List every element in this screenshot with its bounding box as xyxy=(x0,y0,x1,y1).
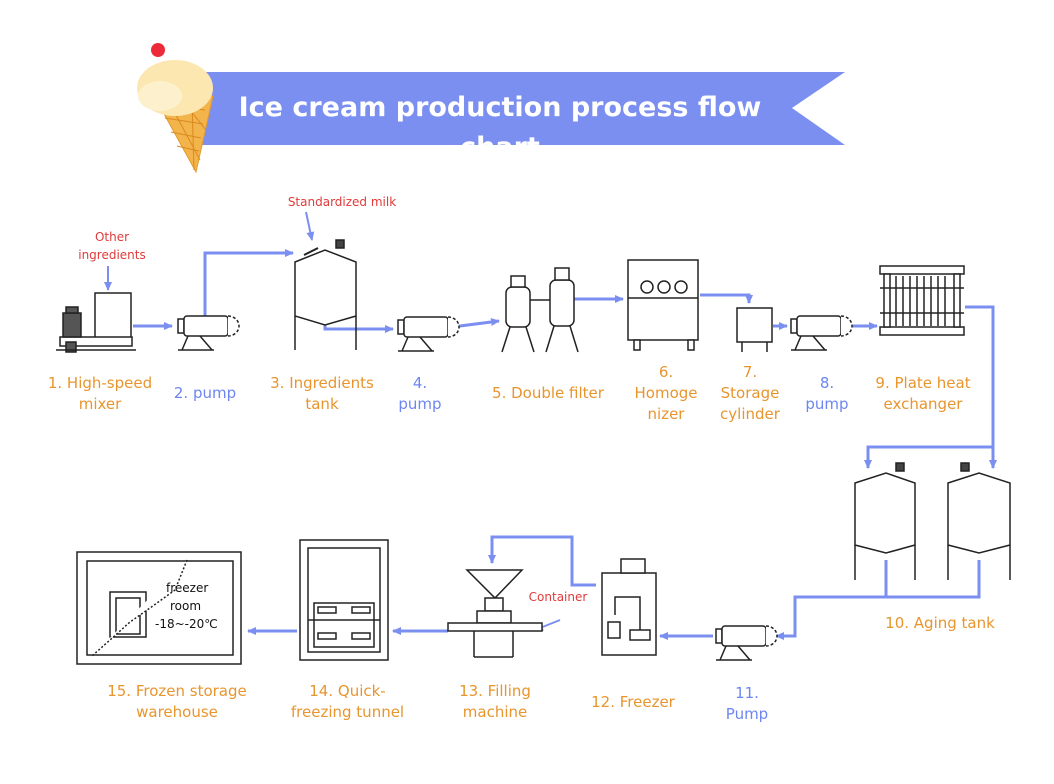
step-label-9: 9. Plate heat exchanger xyxy=(875,374,971,413)
aging-tank-icon xyxy=(854,462,1011,580)
high-speed-mixer-icon xyxy=(56,292,136,353)
freezer-icon xyxy=(601,558,657,656)
step-label-1: 1. High-speed mixer xyxy=(47,374,153,413)
input-label-other-ingredients: Other ingredients xyxy=(78,230,146,262)
plate-heat-exchanger-icon xyxy=(879,265,965,336)
freezer-room-note-line1: freezer xyxy=(166,581,209,595)
step-label-7: 7. Storage cylinder xyxy=(720,363,780,423)
input-label-standardized-milk: Standardized milk xyxy=(287,195,397,209)
step-label-5: 5. Double filter xyxy=(492,384,604,402)
step-label-4: 4. pump xyxy=(398,374,442,413)
filling-machine-icon xyxy=(447,569,543,658)
ingredients-tank-icon xyxy=(294,239,357,350)
step-label-14: 14. Quick-freezing tunnel xyxy=(290,682,405,721)
step-label-3: 3. Ingredients tank xyxy=(270,374,374,413)
step-label-12: 12. Freezer xyxy=(591,693,675,711)
step-label-15: 15. Frozen storage warehouse xyxy=(107,682,247,721)
freezer-room-note-line2: room xyxy=(170,599,202,613)
double-filter-icon xyxy=(501,267,579,353)
title-banner xyxy=(190,72,845,145)
step-label-6: 6. Homoge nizer xyxy=(634,363,698,423)
frozen-warehouse-icon xyxy=(76,551,242,665)
pump-8-icon xyxy=(790,315,853,351)
ice-cream-icon xyxy=(137,43,214,174)
input-label-container: Container xyxy=(528,590,588,604)
page-title: Ice cream production process flow chart xyxy=(238,92,762,163)
step-label-11: 11. Pump xyxy=(725,684,769,723)
freezer-room-note-line3: -18~-20℃ xyxy=(155,617,218,631)
step-label-13: 13. Filling machine xyxy=(459,682,531,721)
pump-4-icon xyxy=(397,316,460,352)
step-label-10: 10. Aging tank xyxy=(885,614,995,632)
homogenizer-icon xyxy=(627,259,699,351)
step-label-8: 8. pump xyxy=(805,374,849,413)
pump-2-icon xyxy=(177,315,240,351)
pump-11-icon xyxy=(715,625,778,661)
quick-freezing-tunnel-icon xyxy=(299,539,389,661)
step-label-2: 2. pump xyxy=(173,384,237,402)
storage-cylinder-icon xyxy=(736,307,773,352)
